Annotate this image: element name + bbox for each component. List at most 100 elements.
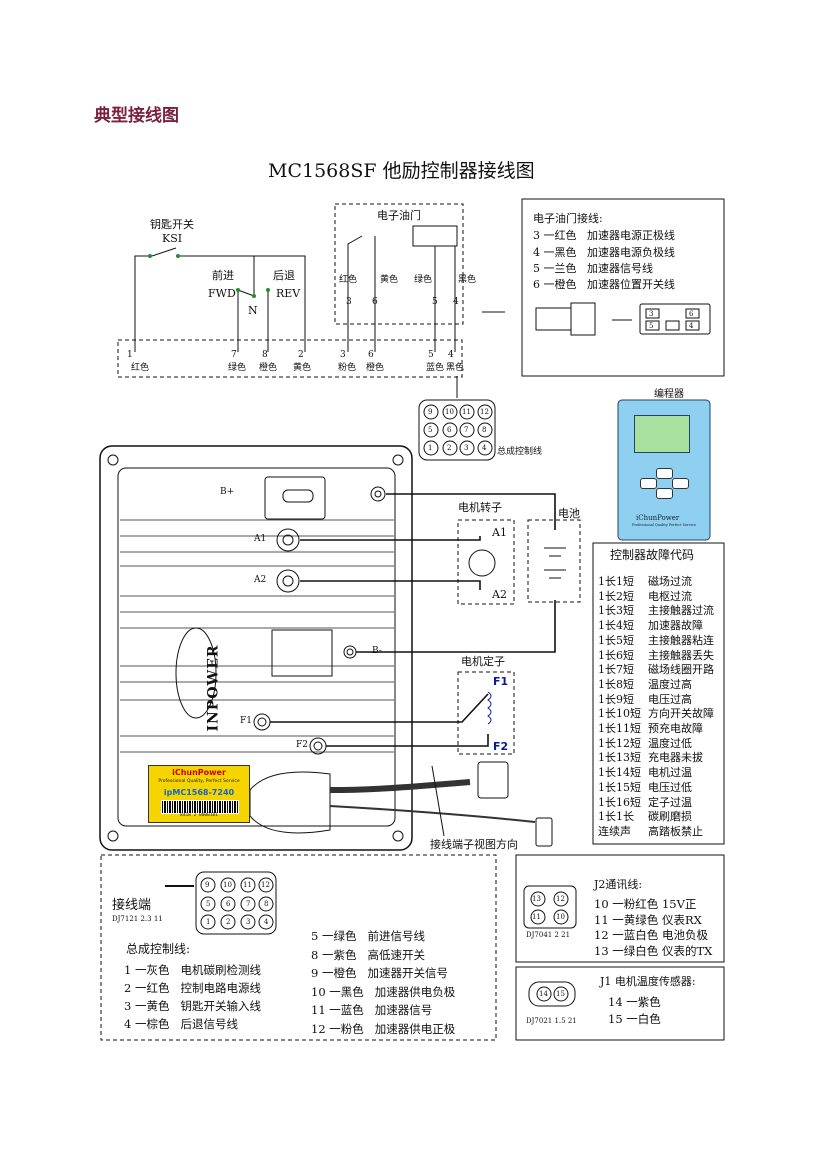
terminal-f2: F2 [296, 740, 308, 750]
harness-pin-num: 1 [127, 350, 133, 360]
wire-num: 3 [124, 999, 132, 1013]
throttle-wire: 绿色 [414, 275, 433, 285]
fault-code-row: 1长14短电机过温 [598, 764, 692, 780]
terminal-f1: F1 [240, 716, 252, 726]
fault-code-row: 1长8短温度过高 [598, 676, 692, 692]
main-connector-label: 总成控制线 [497, 447, 543, 457]
connector-pin: 12 [480, 408, 489, 416]
bottom-connector-pin: 5 [206, 900, 211, 908]
wire-desc: 钥匙开关输入线 [180, 999, 261, 1013]
programmer-key[interactable] [640, 478, 657, 489]
wire-desc: 加速器信号 [374, 1003, 433, 1017]
fault-code: 1长3短 [598, 604, 634, 618]
bottom-connector-pin: 3 [246, 918, 251, 926]
legend-row: 10 一粉红色 15V正 [594, 897, 697, 911]
legend-row: 11 一蓝色 加速器信号 [311, 1003, 433, 1017]
harness-pin-color: 粉色 [338, 363, 357, 373]
rotor-a2-label: A2 [492, 588, 507, 601]
fault-code-row: 1长12短温度过低 [598, 735, 692, 751]
connector-pin: 7 [464, 426, 469, 434]
wire-num: 9 [311, 966, 319, 980]
wire-desc: 后退信号线 [180, 1017, 238, 1031]
j1-pin: 15 [556, 990, 565, 998]
pin-desc: 绿白色 仪表的TX [623, 943, 713, 958]
j1-pin: 14 [539, 990, 548, 998]
throttle-pin: 4 [453, 297, 459, 307]
throttle-legend-row: 6 一橙色 加速器位置开关线 [533, 278, 675, 291]
throttle-pin: 6 [372, 297, 378, 307]
programmer-key[interactable] [672, 478, 689, 489]
wire-color: 红色 [146, 981, 170, 995]
j2-pin: 11 [532, 913, 541, 921]
pin-num: 10 [594, 897, 609, 911]
bottom-connector-pin: 7 [246, 900, 251, 908]
fault-desc: 高踏板禁止 [648, 824, 703, 838]
programmer-key[interactable] [656, 468, 673, 479]
rev-label-en: REV [276, 287, 301, 300]
stator-f2-label: F2 [493, 740, 509, 753]
bottom-connector-pin: 12 [261, 881, 270, 889]
harness-pin-num: 3 [340, 350, 346, 360]
programmer-brand: iChunPower [636, 514, 680, 522]
throttle-legend-box [521, 198, 725, 377]
pin-num: 13 [594, 943, 609, 958]
legend-row: 14 一紫色 [608, 995, 661, 1009]
bottom-connector-pin: 4 [264, 918, 269, 926]
fault-desc: 主接触器丢失 [648, 648, 714, 662]
terminal-b-minus: B- [372, 646, 382, 656]
fault-code-row: 1长2短电枢过流 [598, 588, 692, 604]
fault-desc: 电压过高 [648, 692, 692, 706]
legend-row: 11 一黄绿色 仪表RX [594, 912, 702, 927]
pin-num: 14 [608, 995, 623, 1009]
fault-code: 1长11短 [598, 722, 641, 735]
fault-code-row: 1长5短主接触器粘连 [598, 632, 714, 648]
throttle-legend-row: 3 一红色 加速器电源正极线 [533, 229, 675, 242]
bottom-connector-pin: 6 [226, 900, 231, 908]
harness-pin-num: 5 [428, 350, 434, 360]
programmer-tagline: Professional Quality Perfect Service [632, 523, 696, 527]
legend-row: 8 一紫色 高低速开关 [311, 947, 425, 962]
fault-desc: 定子过温 [648, 795, 692, 809]
connector-pin: 8 [482, 426, 487, 434]
fault-code: 1长2短 [598, 589, 634, 603]
connector-pin: 6 [447, 426, 452, 434]
neutral-label: N [248, 304, 258, 317]
battery-label: 电池 [558, 507, 580, 520]
fault-desc: 主接触器过流 [648, 604, 714, 618]
fault-desc: 加速器故障 [648, 619, 703, 633]
harness-pin-color: 红色 [131, 363, 150, 373]
sticker-serial: 8418 2 0000101 [180, 813, 218, 818]
legend-row: 3 一黄色 钥匙开关输入线 [124, 999, 261, 1013]
harness-pin-num: 8 [262, 350, 268, 360]
harness-title: 总成控制线: [126, 942, 191, 956]
throttle-title: 电子油门 [377, 209, 421, 222]
wire-color: 绿色 [333, 929, 357, 943]
j2-pin: 13 [532, 895, 541, 903]
pin-desc: 白色 [637, 1012, 661, 1026]
programmer-key[interactable] [656, 488, 673, 499]
j1-part: DJ7021 1.5 21 [526, 1017, 577, 1025]
throttle-pin: 5 [432, 297, 438, 307]
fault-desc: 碳刷磨损 [648, 810, 692, 824]
controller-brand: INPOWER [205, 644, 222, 732]
pin-desc: 粉红色 15V正 [623, 897, 697, 911]
wire-desc: 加速器供电正极 [374, 1021, 456, 1036]
pin-num: 15 [608, 1012, 623, 1026]
fault-code-row: 1长7短磁场线圈开路 [598, 661, 714, 677]
j2-title: J2通讯线: [594, 878, 643, 891]
connector-pin: 10 [445, 408, 454, 416]
programmer-title: 编程器 [654, 389, 684, 400]
fault-code: 1长10短 [598, 707, 641, 721]
connector-pin: 2 [447, 444, 452, 452]
fault-code-row: 1长13短充电器未拔 [598, 749, 703, 765]
legend-row: 15 一白色 [608, 1012, 661, 1026]
throttle-legend-title: 电子油门接线: [533, 212, 603, 225]
fault-code-title: 控制器故障代码 [610, 548, 695, 562]
fault-desc: 磁场过流 [648, 575, 692, 588]
wire-desc: 前进信号线 [367, 929, 425, 943]
fault-code-row: 1长1短磁场过流 [598, 573, 692, 589]
pin-desc: 蓝白色 电池负极 [623, 928, 708, 942]
harness-pin-num: 6 [368, 350, 374, 360]
terminal-a2: A2 [254, 575, 267, 585]
connector-pin: 4 [482, 444, 487, 452]
